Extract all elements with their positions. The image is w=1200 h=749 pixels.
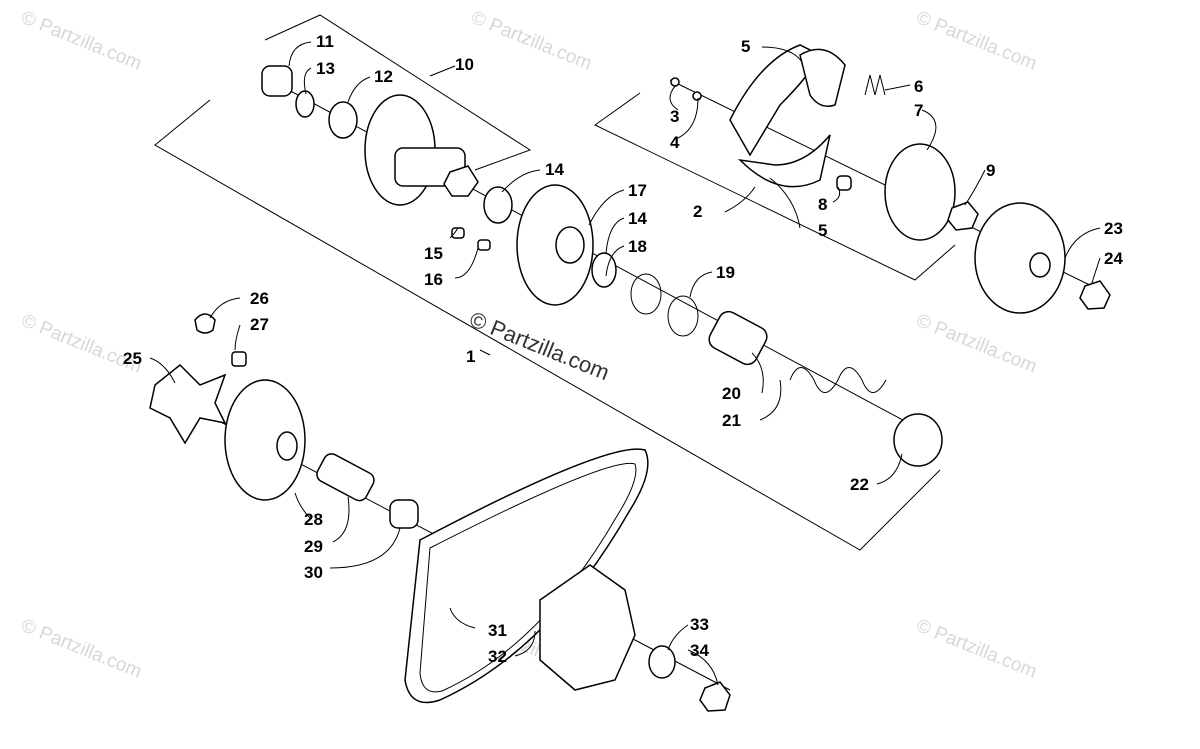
part-26-bushing — [194, 313, 216, 334]
callout-3: 3 — [670, 107, 679, 126]
frame-assembly-2 — [594, 92, 956, 281]
part-18-oring — [630, 273, 662, 315]
part-9-nut — [947, 201, 979, 231]
callout-2: 2 — [693, 202, 702, 221]
watermark-mid-right: © Partzilla.com — [913, 310, 1040, 377]
watermark-bottom-left: © Partzilla.com — [18, 615, 145, 682]
part-17-hub — [555, 226, 585, 264]
watermark-center: © Partzilla.com — [466, 306, 613, 385]
callout-31: 31 — [488, 621, 507, 640]
part-30-bushing — [389, 499, 419, 529]
part-5-shoe-lower — [737, 134, 831, 188]
part-27-collar — [231, 351, 247, 367]
part-17-sheave — [516, 184, 594, 306]
callout-19: 19 — [716, 263, 735, 282]
part-31-belt — [404, 448, 649, 704]
callout-34: 34 — [690, 641, 709, 660]
part-14-bearing-a — [483, 186, 513, 224]
callout-30: 30 — [304, 563, 323, 582]
callout-18: 18 — [628, 237, 647, 256]
part-19-oring — [667, 295, 699, 337]
parts — [149, 44, 1111, 712]
callout-5-lower: 5 — [818, 221, 827, 240]
part-34-nut — [699, 681, 731, 712]
part-7-plate — [884, 143, 956, 241]
watermark-top-right: © Partzilla.com — [913, 7, 1040, 74]
callout-13: 13 — [316, 59, 335, 78]
part-16-roller — [477, 239, 491, 251]
watermark-top-center: © Partzilla.com — [468, 7, 595, 74]
callout-15: 15 — [424, 244, 443, 263]
callout-12: 12 — [374, 67, 393, 86]
callout-22: 22 — [850, 475, 869, 494]
callouts: 1 2 3 4 5 5 6 7 8 9 10 11 12 13 14 14 15… — [123, 32, 1123, 666]
part-29-sleeve — [316, 453, 375, 502]
callout-25: 25 — [123, 349, 142, 368]
part-32-fan — [539, 564, 636, 691]
part-12-seal — [328, 101, 358, 139]
part-24-nut — [1079, 280, 1111, 310]
part-28-sheave-hub — [276, 431, 298, 461]
callout-17: 17 — [628, 181, 647, 200]
callout-32: 32 — [488, 647, 507, 666]
part-23-drum — [974, 202, 1066, 314]
callout-10: 10 — [455, 55, 474, 74]
callout-5-upper: 5 — [741, 37, 750, 56]
callout-28: 28 — [304, 510, 323, 529]
part-8-bushing — [836, 175, 852, 191]
part-4-washer — [692, 91, 702, 101]
part-22-cap — [893, 413, 943, 467]
part-21-spring — [789, 367, 887, 393]
callout-9: 9 — [986, 161, 995, 180]
watermark-bottom-right: © Partzilla.com — [913, 615, 1040, 682]
callout-7: 7 — [914, 101, 923, 120]
part-11-bearing — [261, 65, 293, 97]
part-20-collar — [708, 310, 768, 366]
frame-assembly-1 — [154, 99, 941, 551]
callout-1: 1 — [466, 347, 475, 366]
callout-20: 20 — [722, 384, 741, 403]
callout-33: 33 — [690, 615, 709, 634]
frame-assembly-10 — [264, 14, 532, 171]
group-frames — [154, 14, 956, 551]
part-10-hub-nut — [443, 165, 479, 197]
axis-lines — [159, 79, 1101, 691]
part-5-shoe-upper-b — [799, 48, 846, 107]
callout-16: 16 — [424, 270, 443, 289]
part-33-washer — [648, 645, 676, 679]
callout-11: 11 — [316, 32, 334, 51]
part-13-circlip — [295, 90, 315, 118]
part-25-ramp-plate — [149, 363, 227, 445]
callout-21: 21 — [722, 411, 741, 430]
callout-29: 29 — [304, 537, 323, 556]
callout-14-upper: 14 — [545, 160, 564, 179]
watermark-top-left: © Partzilla.com — [18, 7, 145, 74]
callout-24: 24 — [1104, 249, 1123, 268]
callout-27: 27 — [250, 315, 269, 334]
callout-4: 4 — [670, 133, 680, 152]
part-14-bearing-b — [591, 252, 617, 288]
part-31-belt-inner — [419, 462, 637, 693]
part-23-drum-hub — [1029, 252, 1051, 278]
part-15-pin — [451, 227, 465, 239]
callout-8: 8 — [818, 195, 827, 214]
part-28-sheave — [224, 379, 306, 501]
callout-14-lower: 14 — [628, 209, 647, 228]
callout-23: 23 — [1104, 219, 1123, 238]
part-3-clip — [670, 77, 680, 87]
callout-6: 6 — [914, 77, 923, 96]
leader-lines — [149, 41, 1101, 686]
callout-26: 26 — [250, 289, 269, 308]
part-6-spring — [864, 74, 886, 96]
